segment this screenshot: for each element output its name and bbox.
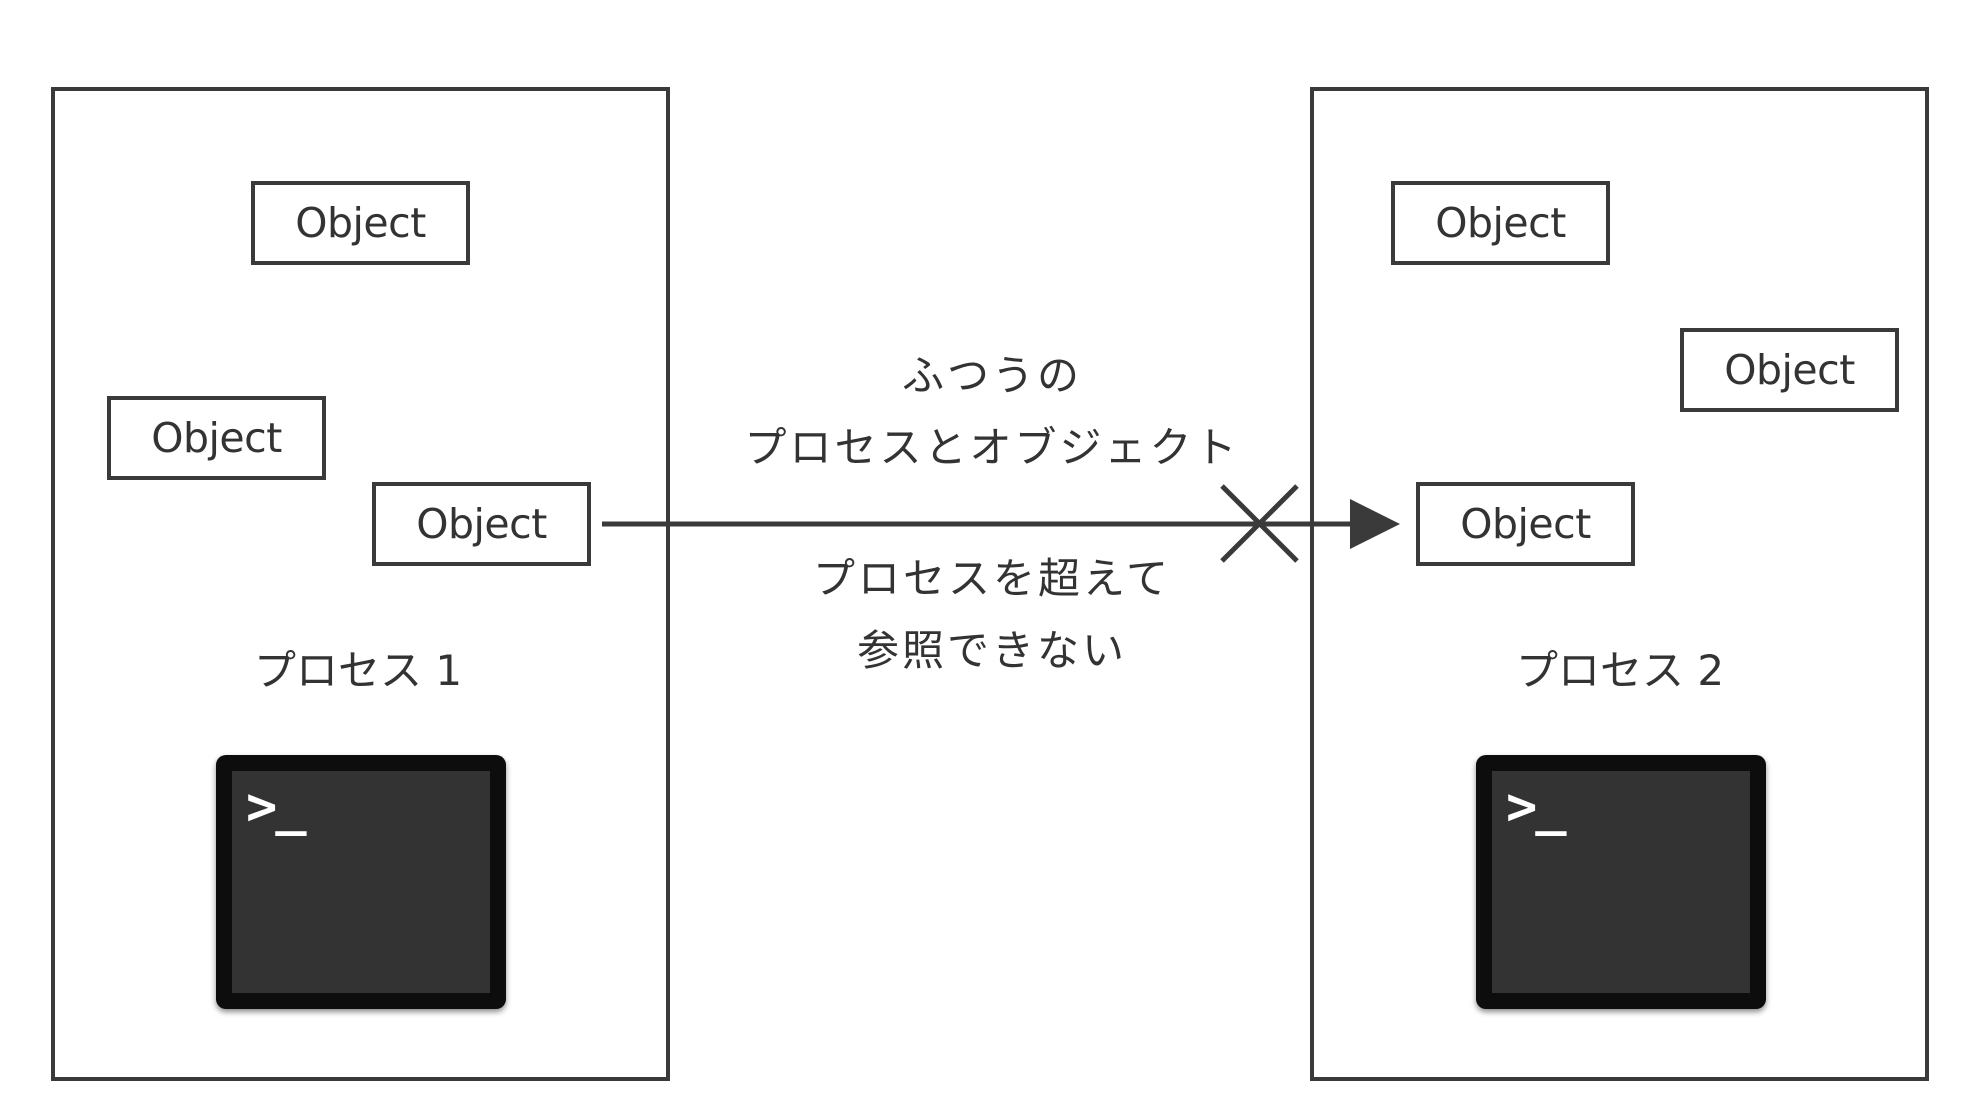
caption-blocked-line-2: 参照できない	[856, 626, 1128, 675]
caption-normal-line-2: プロセスとオブジェクト	[744, 423, 1240, 472]
caption-blocked-line-1: プロセスを超えて	[813, 554, 1171, 603]
blocked-cross-icon	[1220, 484, 1299, 563]
process-2-label: プロセス 2	[1516, 646, 1725, 695]
process-1-object-source: Object	[372, 482, 591, 566]
process-2-object-target: Object	[1416, 482, 1635, 566]
process-1-object-top: Object	[251, 181, 470, 265]
process-2-object-middle: Object	[1680, 328, 1899, 412]
terminal-icon: >_	[216, 755, 506, 1009]
terminal-screen	[1492, 771, 1750, 993]
process-1-label: プロセス 1	[254, 646, 463, 695]
terminal-icon: >_	[1476, 755, 1766, 1009]
caption-normal-line-1: ふつうの	[901, 351, 1083, 400]
terminal-prompt: >_	[1506, 777, 1567, 837]
process-2-object-top: Object	[1391, 181, 1610, 265]
terminal-prompt: >_	[246, 777, 307, 837]
terminal-screen	[232, 771, 490, 993]
process-1-object-middle: Object	[107, 396, 326, 480]
